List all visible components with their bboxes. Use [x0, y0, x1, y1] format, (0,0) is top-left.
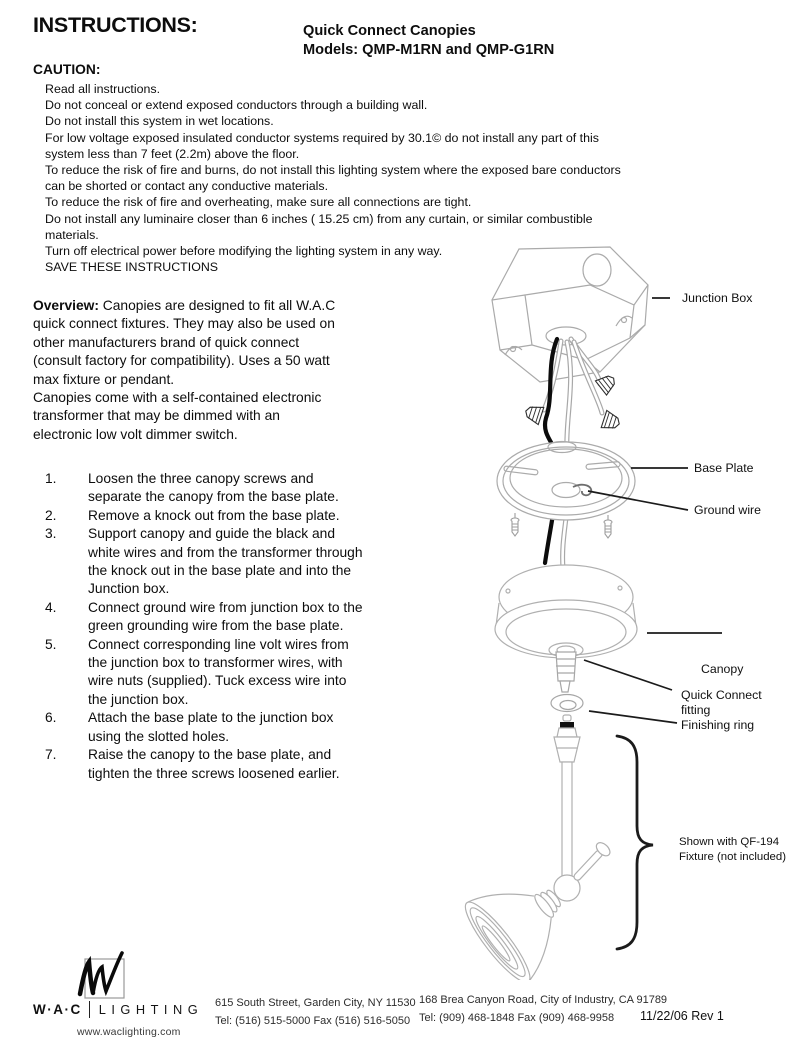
brand-wac: W·A·C	[33, 1002, 82, 1017]
wire-nut-icon	[594, 375, 615, 397]
base-plate-drawing	[496, 440, 636, 521]
quick-connect-fitting-drawing	[555, 651, 577, 693]
website-url: www.waclighting.com	[77, 1026, 181, 1038]
brand-divider	[88, 1001, 90, 1018]
caution-item: Do not conceal or extend exposed conduct…	[45, 98, 428, 113]
product-models: Models: QMP-M1RN and QMP-G1RN	[303, 42, 555, 58]
caution-item: Do not install any luminaire closer than…	[45, 211, 593, 242]
caution-item: Do not install this system in wet locati…	[45, 114, 274, 129]
brand-wordmark: W·A·C LIGHTING	[33, 1001, 203, 1018]
step-row: 1. Loosen the three canopy screws and sep…	[45, 470, 395, 507]
page-title: INSTRUCTIONS:	[33, 13, 198, 37]
fixture-note-label: Shown with QF-194 Fixture (not included)	[679, 836, 786, 863]
step-text: Remove a knock out from the base plate.	[88, 507, 340, 523]
finishing-ring-label: Finishing ring	[681, 718, 755, 732]
overview-paragraph: Canopies come with a self-contained elec…	[33, 390, 322, 442]
address-ca-street: 168 Brea Canyon Road, City of Industry, …	[419, 994, 668, 1006]
caution-item: Turn off electrical power before modifyi…	[45, 244, 443, 259]
step-row: 5. Connect corresponding line volt wires …	[45, 636, 395, 710]
canopy-label: Canopy	[701, 662, 744, 676]
installation-steps: 1. Loosen the three canopy screws and sep…	[45, 470, 395, 783]
caution-item: To reduce the risk of fire and overheati…	[45, 195, 472, 210]
address-ny-street: 615 South Street, Garden City, NY 11530	[215, 997, 416, 1009]
ground-wire-label: Ground wire	[694, 503, 761, 517]
caution-heading: CAUTION:	[33, 62, 101, 77]
caution-item: SAVE THESE INSTRUCTIONS	[45, 260, 219, 275]
wire-nut-icon	[600, 409, 620, 429]
wire-nut-icon	[525, 406, 545, 426]
revision-date: 11/22/06 Rev 1	[640, 1009, 724, 1023]
caution-item: Read all instructions.	[45, 82, 161, 96]
wac-logo-icon	[77, 951, 125, 999]
overview-section: Overview: Canopies are designed to fit a…	[33, 297, 435, 444]
step-number: 5.	[45, 636, 57, 652]
finishing-ring-drawing	[550, 693, 584, 713]
caution-list: Read all instructions. Do not conceal or…	[45, 81, 755, 275]
step-row: 6. Attach the base plate to the junction …	[45, 709, 395, 746]
address-ca-phone: Tel: (909) 468-1848 Fax (909) 468-9958	[419, 1012, 615, 1024]
step-row: 3. Support canopy and guide the black and…	[45, 525, 395, 599]
step-row: 4. Connect ground wire from junction box …	[45, 599, 395, 636]
overview-paragraph: Overview: Canopies are designed to fit a…	[33, 298, 336, 387]
step-number: 1.	[45, 471, 57, 486]
step-number: 4.	[45, 599, 57, 615]
exploded-view-diagram	[464, 246, 722, 980]
step-number: 6.	[45, 710, 57, 726]
address-ca: 168 Brea Canyon Road, City of Industry, …	[419, 991, 667, 1027]
step-number: 2.	[45, 507, 57, 523]
canopy-drawing	[494, 564, 638, 659]
step-text: Support canopy and guide the black and w…	[88, 526, 363, 597]
step-number: 3.	[45, 526, 57, 542]
pendant-fixture-drawing	[464, 714, 611, 980]
product-name: Quick Connect Canopies	[303, 23, 476, 39]
caution-item: To reduce the risk of fire and burns, do…	[45, 163, 621, 194]
junction-box-label: Junction Box	[682, 291, 753, 305]
junction-box-drawing	[491, 246, 649, 383]
mounting-screws-drawing	[510, 513, 613, 539]
overview-label: Overview:	[33, 298, 99, 313]
step-row: 2. Remove a knock out from the base plate…	[45, 507, 395, 525]
quick-connect-fitting-label: Quick Connect fitting	[681, 688, 762, 717]
step-text: Connect ground wire from junction box to…	[88, 599, 363, 634]
lamp-shade-drawing	[464, 889, 561, 980]
step-text: Raise the canopy to the base plate, and …	[88, 747, 340, 781]
brand-lighting: LIGHTING	[98, 1002, 204, 1017]
step-text: Attach the base plate to the junction bo…	[88, 710, 334, 744]
brace	[615, 734, 654, 951]
address-ny-phone: Tel: (516) 515-5000 Fax (516) 516-5050	[215, 1015, 411, 1027]
address-ny: 615 South Street, Garden City, NY 11530 …	[215, 994, 416, 1030]
step-number: 7.	[45, 747, 57, 763]
product-header: Quick Connect Canopies Models: QMP-M1RN …	[303, 22, 554, 60]
caution-item: For low voltage exposed insulated conduc…	[45, 130, 599, 161]
step-text: Loosen the three canopy screws and separ…	[88, 471, 339, 505]
leader-lines	[583, 297, 722, 951]
base-plate-label: Base Plate	[694, 461, 754, 475]
step-text: Connect corresponding line volt wires fr…	[88, 636, 349, 707]
step-row: 7. Raise the canopy to the base plate, an…	[45, 746, 395, 783]
